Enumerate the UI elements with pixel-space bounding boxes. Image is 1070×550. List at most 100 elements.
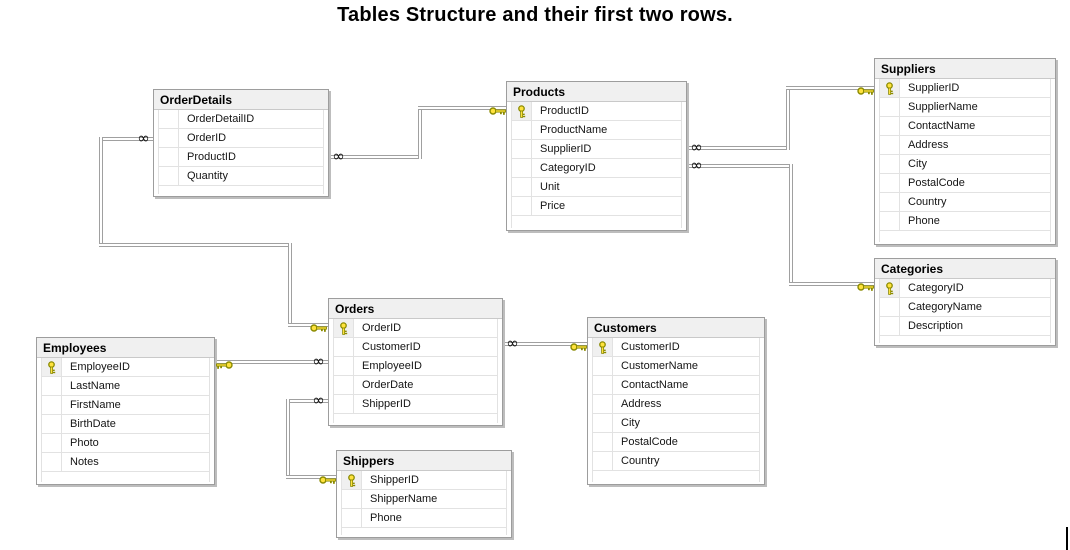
field-row: ShipperName xyxy=(342,490,506,509)
field-list: OrderDetailID OrderID ProductID Quantity xyxy=(158,110,324,194)
field-name: Photo xyxy=(70,437,99,449)
field-row: SupplierName xyxy=(880,98,1050,117)
key-cell xyxy=(512,121,532,139)
many-side-infinity-icon: ∞ xyxy=(312,391,325,409)
many-side-infinity-icon: ∞ xyxy=(690,156,703,174)
key-cell xyxy=(880,193,900,211)
field-name: CustomerID xyxy=(362,341,421,353)
key-cell xyxy=(334,395,354,413)
field-name: City xyxy=(621,417,640,429)
field-row: ProductID xyxy=(512,102,681,121)
diagram-title: Tables Structure and their first two row… xyxy=(337,4,733,26)
relationship-line-segment xyxy=(687,164,793,168)
field-list: CustomerID CustomerName ContactName Addr… xyxy=(592,338,760,482)
primary-key-icon xyxy=(880,279,900,297)
field-name: ContactName xyxy=(621,379,689,391)
table-products[interactable]: Products ProductID ProductName SupplierI… xyxy=(506,81,687,231)
key-cell xyxy=(334,376,354,394)
field-name: Address xyxy=(621,398,662,410)
field-list: OrderID CustomerID EmployeeID OrderDate … xyxy=(333,319,498,423)
field-name: FirstName xyxy=(70,399,121,411)
table-employees[interactable]: Employees EmployeeID LastName FirstName … xyxy=(36,337,215,485)
field-name: Description xyxy=(908,320,964,332)
field-name: Unit xyxy=(540,181,560,193)
key-cell xyxy=(880,174,900,192)
table-categories[interactable]: Categories CategoryID CategoryName Descr… xyxy=(874,258,1056,346)
relationship-line-segment xyxy=(288,243,292,327)
many-side-infinity-icon: ∞ xyxy=(690,138,703,156)
field-name: City xyxy=(908,158,927,170)
edge-line-artifact xyxy=(1066,527,1068,550)
relationship-line-segment xyxy=(418,106,422,159)
table-shippers[interactable]: Shippers ShipperID ShipperName Phone xyxy=(336,450,512,538)
field-row: CategoryID xyxy=(880,279,1050,298)
field-name: PostalCode xyxy=(908,177,965,189)
field-row: Quantity xyxy=(159,167,323,186)
table-suppliers[interactable]: Suppliers SupplierID SupplierName Contac… xyxy=(874,58,1056,245)
key-cell xyxy=(880,212,900,230)
field-row: ProductID xyxy=(159,148,323,167)
key-cell xyxy=(159,148,179,166)
field-name: ShipperID xyxy=(370,474,419,486)
field-name: EmployeeID xyxy=(70,361,130,373)
key-cell xyxy=(334,357,354,375)
field-name: Country xyxy=(621,455,660,467)
field-row: OrderID xyxy=(159,129,323,148)
primary-key-icon xyxy=(42,358,62,376)
field-name: SupplierID xyxy=(540,143,592,155)
table-customers[interactable]: Customers CustomerID CustomerName Contac… xyxy=(587,317,765,485)
field-row: Phone xyxy=(342,509,506,528)
one-side-key-icon xyxy=(857,279,875,292)
field-name: OrderDate xyxy=(362,379,414,391)
table-title: Categories xyxy=(875,259,1055,279)
field-row: CustomerID xyxy=(593,338,759,357)
table-title: Products xyxy=(507,82,686,102)
field-name: PostalCode xyxy=(621,436,678,448)
field-row: OrderID xyxy=(334,319,497,338)
key-cell xyxy=(42,434,62,452)
table-orders[interactable]: Orders OrderID CustomerID EmployeeID Ord… xyxy=(328,298,503,426)
one-side-key-icon xyxy=(570,339,588,352)
field-row: SupplierID xyxy=(512,140,681,159)
table-orderdetails[interactable]: OrderDetails OrderDetailID OrderID Produ… xyxy=(153,89,329,197)
relationship-line-segment xyxy=(101,137,153,141)
one-side-key-icon xyxy=(319,472,337,485)
field-row: ProductName xyxy=(512,121,681,140)
key-cell xyxy=(593,376,613,394)
field-row: Address xyxy=(593,395,759,414)
key-cell xyxy=(593,395,613,413)
key-cell xyxy=(159,110,179,128)
primary-key-icon xyxy=(342,471,362,489)
field-name: Price xyxy=(540,200,566,212)
relationship-line-segment xyxy=(215,360,328,364)
field-row: ContactName xyxy=(593,376,759,395)
field-name: OrderID xyxy=(362,322,402,334)
primary-key-icon xyxy=(512,102,532,120)
field-name: SupplierID xyxy=(908,82,960,94)
relationship-line-segment xyxy=(503,342,587,346)
field-row: ShipperID xyxy=(342,471,506,490)
field-row: Country xyxy=(880,193,1050,212)
field-row: CustomerName xyxy=(593,357,759,376)
key-cell xyxy=(593,452,613,470)
many-side-infinity-icon: ∞ xyxy=(137,129,150,147)
field-name: OrderDetailID xyxy=(187,113,255,125)
key-cell xyxy=(42,396,62,414)
key-cell xyxy=(593,414,613,432)
field-list: SupplierID SupplierName ContactName Addr… xyxy=(879,79,1051,242)
field-row: Photo xyxy=(42,434,209,453)
key-cell xyxy=(159,167,179,185)
one-side-key-icon xyxy=(310,320,328,333)
field-row: ContactName xyxy=(880,117,1050,136)
field-row: PostalCode xyxy=(880,174,1050,193)
one-side-key-icon xyxy=(857,83,875,96)
relationship-line-segment xyxy=(329,155,422,159)
field-list: ShipperID ShipperName Phone xyxy=(341,471,507,535)
many-side-infinity-icon: ∞ xyxy=(312,352,325,370)
relationship-line-segment xyxy=(687,146,790,150)
field-name: ShipperName xyxy=(370,493,438,505)
key-cell xyxy=(512,178,532,196)
field-list: CategoryID CategoryName Description xyxy=(879,279,1051,343)
field-row: FirstName xyxy=(42,396,209,415)
